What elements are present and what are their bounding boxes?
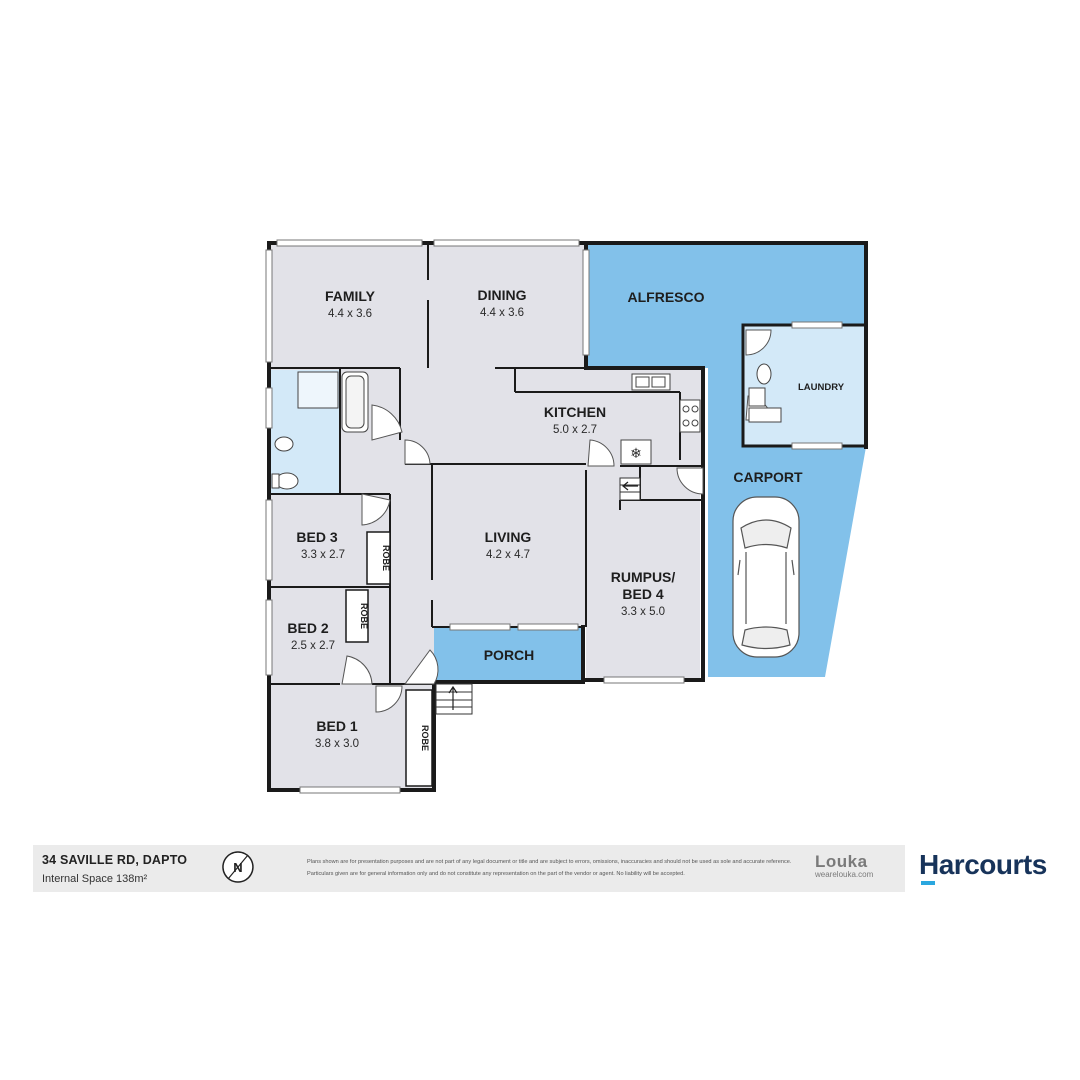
cooktop [679,399,701,433]
bed1-dims: 3.8 x 3.0 [315,738,359,750]
harcourts-accent-bar [921,881,935,885]
fridge [620,439,652,465]
living-label: LIVING [485,529,532,545]
laundry-tub [748,387,766,407]
living-dims: 4.2 x 4.7 [486,549,530,561]
rumpus-dims: 3.3 x 5.0 [621,606,665,618]
rumpus-label-line1: RUMPUS/ [611,569,676,585]
carport-label: CARPORT [733,469,803,485]
internal-space: Internal Space 138m² [42,873,148,885]
dining-dims: 4.4 x 3.6 [480,307,524,319]
floor-plan: ❄ FAMILY 4.4 x 3.6 DINING 4.4 x 3.6 ALFR… [265,239,868,794]
disclaimer-text: Plans shown are for presentation purpose… [307,859,792,877]
rumpus-label-line2: BED 4 [622,586,663,602]
kitchen-label: KITCHEN [544,404,606,420]
harcourts-wordmark: Harcourts [919,849,1047,880]
arrow-up-icon [448,685,458,710]
louka-name: Louka [815,852,868,871]
harcourts-logo: Harcourts [919,848,1047,890]
family-dims: 4.4 x 3.6 [328,308,372,320]
compass-letter: N [233,860,242,875]
family-label: FAMILY [325,288,376,304]
north-compass-icon: N [222,851,254,883]
dining-label: DINING [478,287,527,303]
porch-area [434,627,583,682]
car-icon [732,496,800,658]
bed2-dims: 2.5 x 2.7 [291,640,335,652]
laundry-toilet [756,363,772,385]
robe-cabinets [345,531,433,787]
bed3-dims: 3.3 x 2.7 [301,549,345,561]
laundry-label: LAUNDRY [798,382,845,393]
alfresco-label: ALFRESCO [628,289,705,305]
louka-logo: Louka wearelouka.com [815,853,873,879]
windows [265,239,843,794]
arrow-left-icon [622,481,638,491]
info-footer: 34 SAVILLE RD, DAPTO Internal Space 138m… [33,845,905,892]
fridge-snow-icon: ❄ [630,446,642,462]
basin [274,436,294,452]
property-address: 34 SAVILLE RD, DAPTO [42,853,188,867]
interior-floor [269,243,703,790]
shower [297,371,339,409]
bed3-label: BED 3 [296,529,337,545]
fixtures [271,363,782,490]
louka-url: wearelouka.com [815,870,874,879]
bed1-label: BED 1 [316,718,357,734]
kitchen-dims: 5.0 x 2.7 [553,424,597,436]
robe-label-bed3: ROBE [381,545,391,571]
robe-label-bed1: ROBE [420,725,430,751]
robe-label-bed2: ROBE [359,603,369,629]
bed2-label: BED 2 [287,620,328,636]
porch-label: PORCH [484,647,535,663]
